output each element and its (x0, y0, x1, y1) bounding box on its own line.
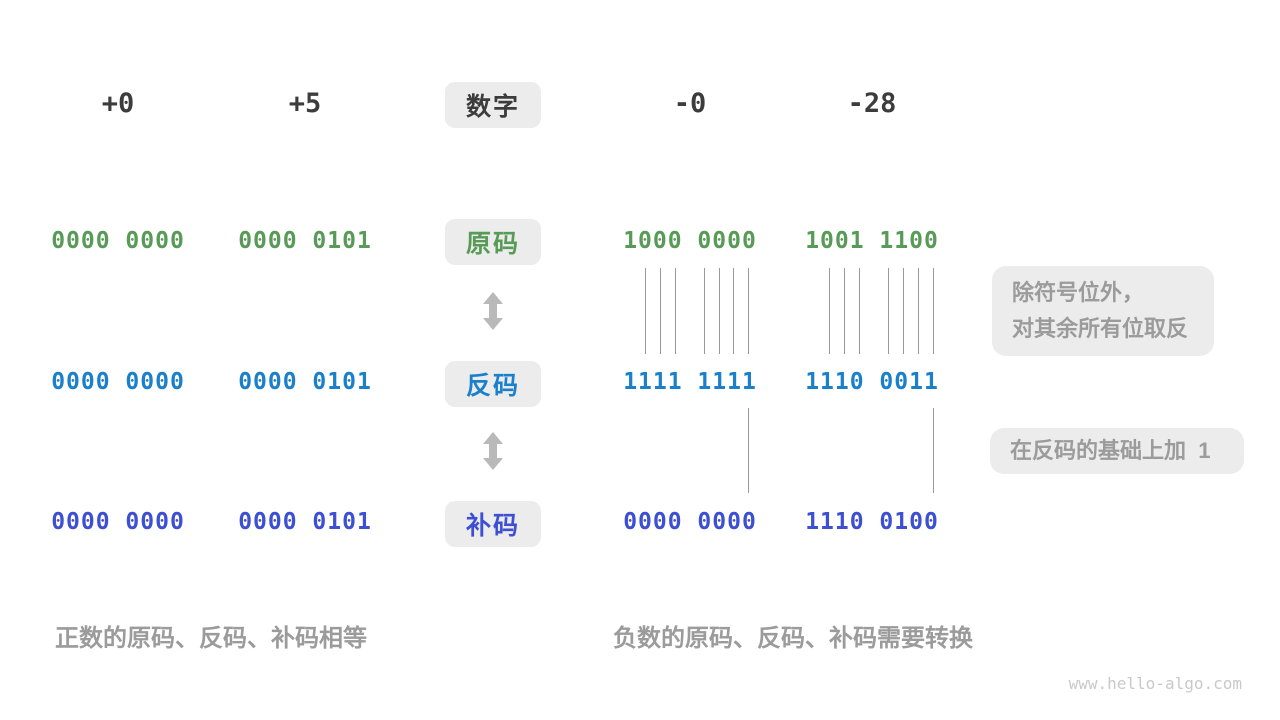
caption-negative-numbers: 负数的原码、反码、补码需要转换 (613, 625, 973, 652)
add-one-note-text: 在反码的基础上加 1 (1010, 438, 1211, 463)
bit-flip-line (829, 268, 830, 354)
number-minus-28: -28 (847, 88, 897, 119)
double-arrow-icon (483, 292, 503, 330)
flip-bits-note: 除符号位外， 对其余所有位取反 (992, 266, 1214, 356)
sign-magnitude-minus-28: 1001 1100 (805, 228, 939, 254)
sign-magnitude-minus-zero: 1000 0000 (623, 228, 757, 254)
double-arrow-icon (483, 432, 503, 470)
ones-complement-plus-zero: 0000 0000 (51, 369, 185, 395)
bit-flip-line (645, 268, 646, 354)
bit-flip-line (859, 268, 860, 354)
ones-complement-minus-zero: 1111 1111 (623, 369, 757, 395)
number-plus-zero: +0 (101, 88, 135, 119)
label-ones-complement-text: 反码 (465, 372, 520, 400)
bit-flip-line (933, 268, 934, 354)
twos-complement-plus-zero: 0000 0000 (51, 509, 185, 535)
twos-complement-plus-five: 0000 0101 (238, 509, 372, 535)
sign-magnitude-plus-five: 0000 0101 (238, 228, 372, 254)
bit-flip-line (844, 268, 845, 354)
watermark: www.hello-algo.com (1068, 674, 1242, 693)
caption-positive-numbers: 正数的原码、反码、补码相等 (55, 625, 367, 652)
add-one-line (933, 408, 934, 493)
bit-flip-line (733, 268, 734, 354)
label-box-ones-complement: 反码 (445, 361, 541, 407)
label-sign-magnitude-text: 原码 (465, 230, 520, 258)
twos-complement-minus-28: 1110 0100 (805, 509, 939, 535)
label-number-text: 数字 (465, 93, 520, 121)
ones-complement-plus-five: 0000 0101 (238, 369, 372, 395)
ones-complement-minus-28: 1110 0011 (805, 369, 939, 395)
bit-flip-line (888, 268, 889, 354)
add-one-line (748, 408, 749, 493)
flip-bits-note-line1: 除符号位外， (1012, 280, 1145, 305)
twos-complement-minus-zero: 0000 0000 (623, 509, 757, 535)
add-one-note: 在反码的基础上加 1 (990, 428, 1244, 474)
label-box-number: 数字 (445, 82, 541, 128)
bit-flip-line (660, 268, 661, 354)
bit-flip-line (748, 268, 749, 354)
number-plus-five: +5 (288, 88, 322, 119)
number-minus-zero: -0 (673, 88, 707, 119)
bit-flip-line (675, 268, 676, 354)
label-box-sign-magnitude: 原码 (445, 219, 541, 265)
bit-flip-line (704, 268, 705, 354)
label-box-twos-complement: 补码 (445, 501, 541, 547)
bit-flip-line (903, 268, 904, 354)
sign-magnitude-plus-zero: 0000 0000 (51, 228, 185, 254)
label-twos-complement-text: 补码 (465, 512, 520, 540)
flip-bits-note-line2: 对其余所有位取反 (1012, 316, 1189, 341)
bit-flip-line (918, 268, 919, 354)
bit-flip-line (719, 268, 720, 354)
